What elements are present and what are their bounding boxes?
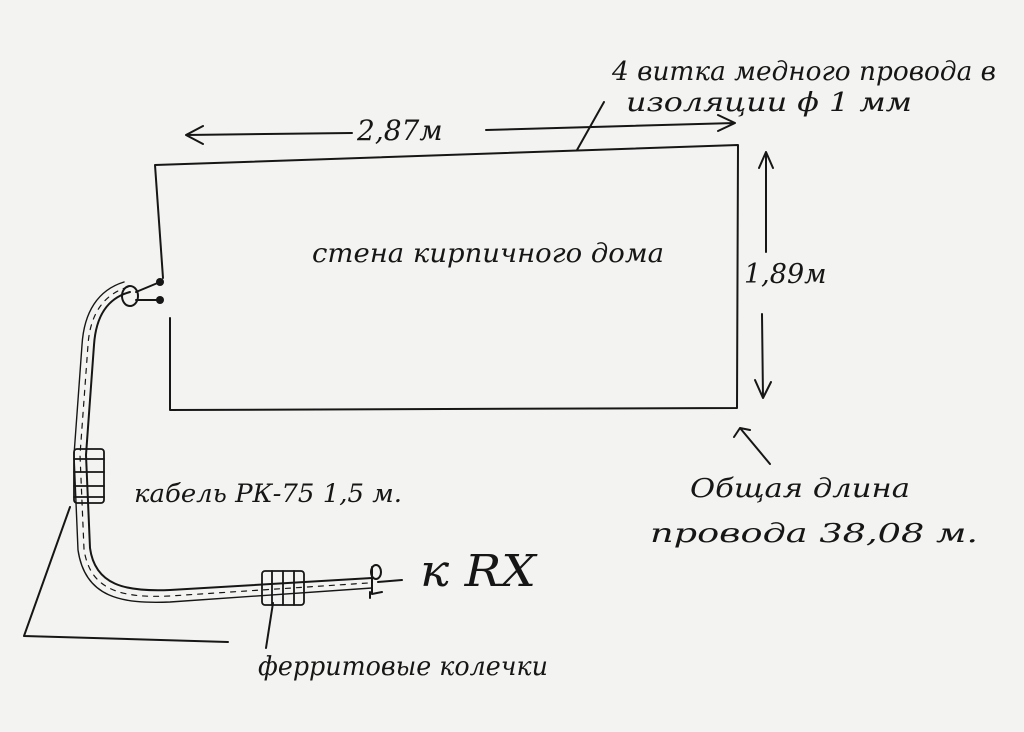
terminal-dot-lower (156, 296, 164, 304)
wire-note-line2: изоляции ϕ 1 мм (626, 88, 912, 118)
rx-connector-ring (370, 564, 382, 580)
wall-label: стена кирпичного дома (312, 239, 664, 269)
ferrite-ring-upper (73, 448, 105, 504)
coax-cable (85, 291, 373, 592)
coax-end-ring (121, 285, 139, 307)
rx-label: к RX (420, 546, 538, 597)
total-length-leader (733, 427, 771, 465)
width-arrow-left (185, 125, 353, 145)
height-label: 1,89м (744, 259, 827, 290)
ferrite-bracket (23, 506, 229, 643)
coax-braid (79, 286, 369, 597)
height-arrow-down (754, 313, 772, 399)
ferrite-leader (265, 602, 274, 649)
height-arrow-up (758, 151, 774, 253)
wire-loop-rectangle (154, 144, 739, 411)
rx-connector (369, 566, 403, 599)
total-length-line2: провода 38,08 м. (650, 519, 978, 549)
ferrite-label: ферритовые колечки (258, 652, 548, 682)
total-length-line1: Общая длина (690, 474, 910, 504)
width-arrow-right (485, 114, 736, 132)
width-label: 2,87м (356, 114, 443, 147)
wire-note-line1: 4 витка медного провода в (611, 57, 996, 87)
cable-label: кабель РК-75 1,5 м. (134, 479, 402, 508)
coax-cable-outline (73, 281, 373, 604)
cable-terminal-wires (135, 281, 161, 301)
wire-note-leader (576, 101, 605, 151)
terminal-dot-upper (156, 278, 164, 286)
ferrite-ring-lower (261, 570, 305, 606)
